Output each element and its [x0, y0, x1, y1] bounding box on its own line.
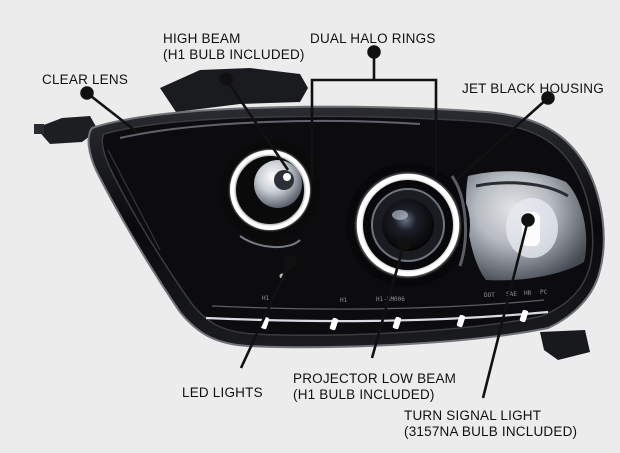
label-projector-low-beam: PROJECTOR LOW BEAM (H1 BULB INCLUDED)	[293, 371, 457, 402]
projector-module	[345, 162, 471, 288]
label-dual-halo-rings: DUAL HALO RINGS	[310, 31, 436, 46]
lens-markings: H1 H1 H1-HM006 DOT SAE HR PC	[262, 289, 548, 304]
label-led-lights: LED LIGHTS	[182, 385, 263, 400]
label-jet-black-housing: JET BLACK HOUSING	[462, 81, 604, 96]
halo-ring-right	[356, 173, 460, 277]
svg-text:PC: PC	[540, 289, 548, 296]
label-turn-signal-light: TURN SIGNAL LIGHT (3157NA BULB INCLUDED)	[404, 408, 578, 439]
halo-ring-left	[230, 150, 310, 230]
svg-text:H1-HM006: H1-HM006	[376, 296, 405, 303]
callout-lines	[80, 45, 555, 399]
high-beam-module	[220, 140, 320, 249]
svg-text:H1: H1	[262, 295, 270, 302]
led-strip	[205, 258, 549, 331]
svg-text:SAE: SAE	[506, 291, 517, 298]
svg-text:H1: H1	[340, 297, 348, 304]
svg-text:DOT: DOT	[484, 292, 495, 299]
label-clear-lens: CLEAR LENS	[42, 72, 129, 87]
label-high-beam: HIGH BEAM (H1 BULB INCLUDED)	[163, 31, 305, 62]
svg-text:HR: HR	[524, 290, 532, 297]
